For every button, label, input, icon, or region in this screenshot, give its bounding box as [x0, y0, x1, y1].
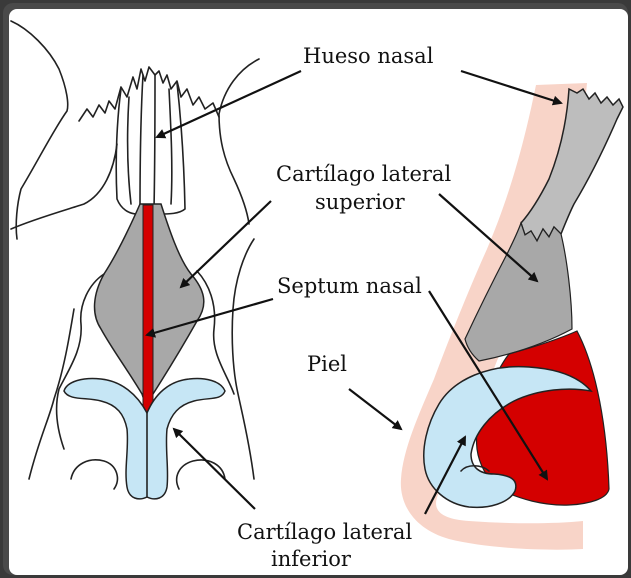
- label-hueso-nasal: Hueso nasal: [303, 44, 434, 68]
- nasal-bone-inner-right: [169, 89, 172, 204]
- nose-anatomy-diagram: Hueso nasal Cartílago lateral superior S…: [9, 9, 628, 575]
- label-cartilago-superior-line1: Cartílago lateral: [276, 162, 451, 186]
- arrow-piel: [349, 389, 401, 429]
- arrow-cartilago-superior-front: [181, 201, 271, 287]
- right-lower-contour: [232, 239, 254, 479]
- front-view: [11, 21, 259, 499]
- nasal-bone-inner-left: [128, 97, 131, 204]
- left-cheek-contour: [11, 144, 117, 229]
- nasal-bone-outline: [79, 67, 219, 121]
- nostril-right: [177, 460, 225, 489]
- nasal-bone-midline-right: [154, 75, 155, 209]
- label-cartilago-superior-line2: superior: [315, 190, 406, 214]
- label-cartilago-inferior-line1: Cartílago lateral: [237, 520, 412, 544]
- ala-outline-right: [197, 271, 234, 394]
- left-face-contour: [11, 21, 68, 239]
- nasal-bone-left-edge: [116, 89, 137, 214]
- diagram-panel: Hueso nasal Cartílago lateral superior S…: [9, 9, 628, 575]
- septum-front: [143, 205, 153, 415]
- nasal-bone-midline-left: [140, 75, 143, 209]
- side-view: [401, 83, 623, 550]
- arrow-cartilago-inferior-front: [174, 429, 255, 509]
- label-cartilago-inferior-line2: inferior: [271, 547, 352, 571]
- right-face-contour: [219, 59, 259, 224]
- label-septum-nasal: Septum nasal: [277, 274, 422, 298]
- label-piel: Piel: [307, 352, 347, 376]
- nostril-left: [71, 460, 117, 489]
- image-frame: Hueso nasal Cartílago lateral superior S…: [3, 3, 628, 575]
